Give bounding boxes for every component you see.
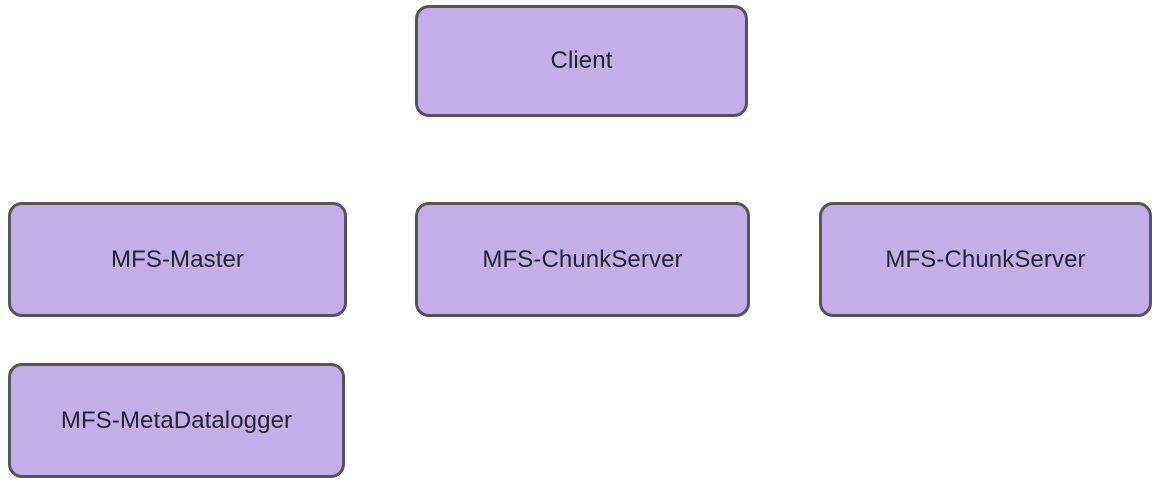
node-label-mfs-chunkserver-1: MFS-ChunkServer <box>482 245 683 273</box>
node-label-mfs-metadatalogger: MFS-MetaDatalogger <box>60 406 293 434</box>
diagram-node-mfs-chunkserver-1[interactable]: MFS-ChunkServer <box>415 202 750 317</box>
diagram-node-client[interactable]: Client <box>415 5 748 117</box>
diagram-node-mfs-master[interactable]: MFS-Master <box>8 202 347 317</box>
diagram-node-mfs-metadatalogger[interactable]: MFS-MetaDatalogger <box>8 363 345 478</box>
diagram-node-mfs-chunkserver-2[interactable]: MFS-ChunkServer <box>819 202 1152 317</box>
node-label-mfs-master: MFS-Master <box>111 245 244 273</box>
node-label-client: Client <box>550 47 613 74</box>
node-label-mfs-chunkserver-2: MFS-ChunkServer <box>885 245 1086 273</box>
